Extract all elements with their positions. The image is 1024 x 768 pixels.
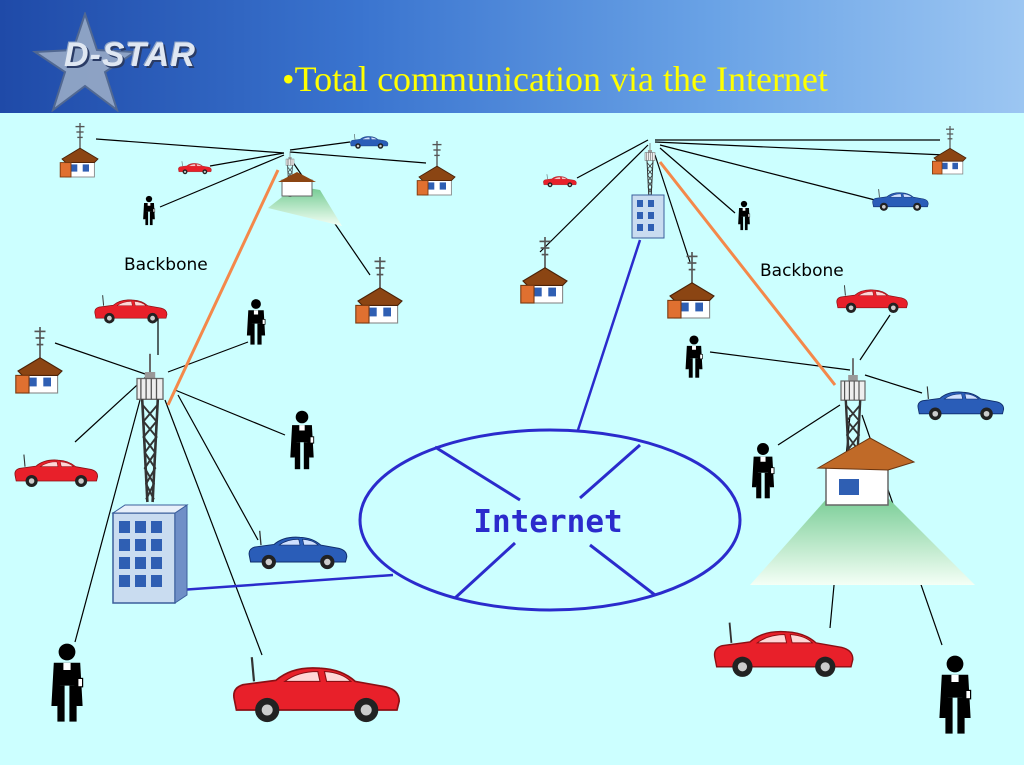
person-icon: [142, 195, 156, 226]
backbone-label-right: Backbone: [760, 261, 844, 281]
car-icon: [178, 161, 212, 175]
hill-right: [750, 490, 975, 585]
person-icon: [938, 654, 972, 735]
car-icon: [232, 656, 401, 724]
d-star-logo: [31, 12, 139, 112]
person-icon: [737, 200, 751, 231]
diagram-area: Internet Backbone Backbone: [0, 113, 1024, 765]
car-icon: [14, 454, 99, 488]
top-right-station-links: [539, 139, 946, 263]
internet-label: Internet: [473, 504, 622, 540]
backbone-link-left: [166, 169, 280, 406]
house-icon: [59, 122, 99, 178]
house-icon: [416, 140, 456, 196]
house-icon: [931, 125, 967, 175]
person-icon: [685, 335, 703, 379]
backbone-link-right: [658, 161, 837, 386]
header-bar: D-STAR •Total communication via the Inte…: [0, 0, 1024, 113]
person-icon: [246, 298, 266, 345]
top-right-repeater-station: [631, 142, 665, 239]
logo-star-icon: [31, 12, 139, 112]
logo-text: D-STAR: [64, 36, 196, 74]
car-icon: [872, 188, 929, 212]
left-station-links: [54, 318, 286, 656]
person-icon: [50, 642, 84, 723]
internet-cloud: Internet: [358, 428, 742, 612]
backbone-label-left: Backbone: [124, 255, 208, 275]
network-diagram: Internet Backbone Backbone: [14, 122, 1005, 735]
slide-title: •Total communication via the Internet: [282, 59, 828, 99]
car-icon: [713, 621, 854, 678]
person-icon: [751, 442, 775, 499]
house-icon: [354, 256, 403, 324]
person-icon: [289, 410, 315, 470]
house-icon: [14, 326, 63, 394]
car-icon: [836, 284, 908, 314]
car-icon: [350, 133, 389, 149]
right-repeater-station: [816, 357, 916, 506]
house-icon: [666, 251, 715, 319]
top-left-repeater-station: [278, 150, 316, 198]
car-icon: [248, 530, 348, 570]
car-icon: [917, 385, 1005, 421]
car-icon: [543, 174, 577, 188]
house-icon: [519, 236, 568, 304]
car-icon: [94, 294, 168, 324]
internet-links: [179, 239, 642, 592]
